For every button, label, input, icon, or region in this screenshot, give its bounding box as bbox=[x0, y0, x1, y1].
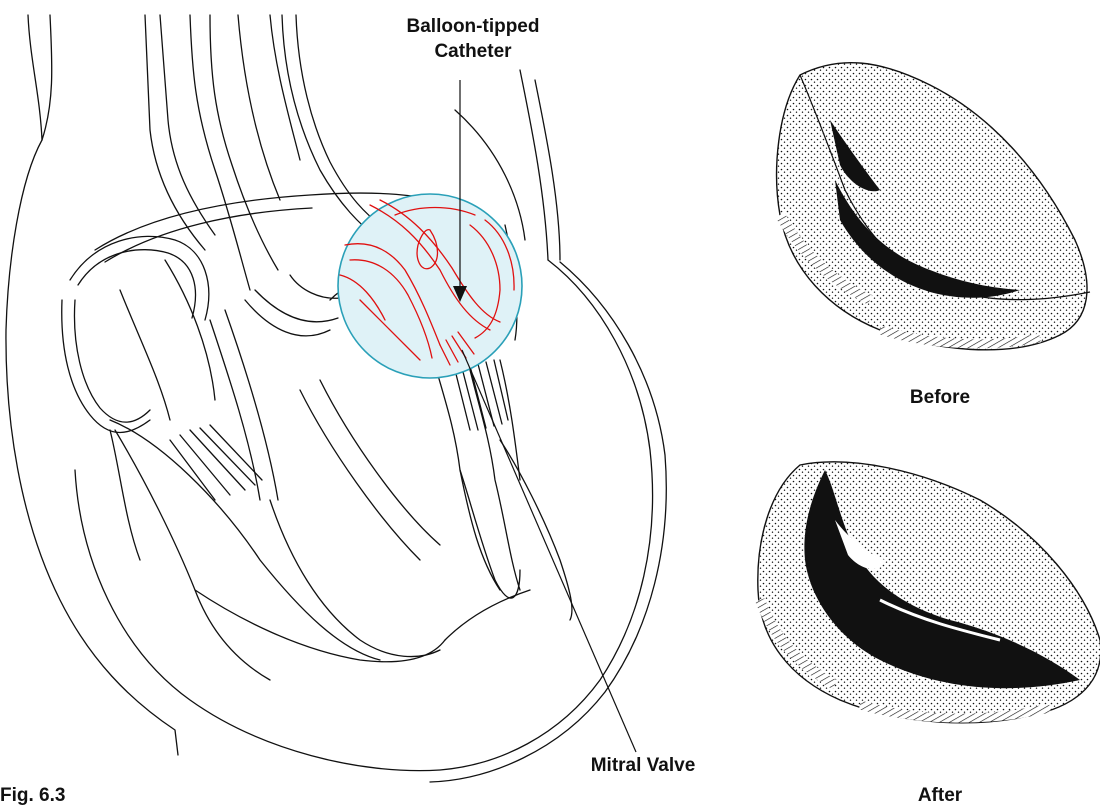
before-label: Before bbox=[880, 385, 1000, 410]
heart-line-art bbox=[6, 15, 666, 782]
pointer-lines bbox=[453, 80, 636, 752]
balloon-catheter-label-line2: Catheter bbox=[398, 39, 548, 64]
balloon-catheter-label-line1: Balloon-tipped bbox=[398, 14, 548, 39]
after-label: After bbox=[880, 783, 1000, 808]
balloon-catheter-label: Balloon-tipped Catheter bbox=[398, 14, 548, 64]
figure-caption: Fig. 6.3 bbox=[0, 783, 65, 808]
mitral-valve-label: Mitral Valve bbox=[563, 753, 723, 778]
valve-before-illustration bbox=[777, 63, 1090, 350]
valve-after-illustration bbox=[758, 462, 1100, 723]
